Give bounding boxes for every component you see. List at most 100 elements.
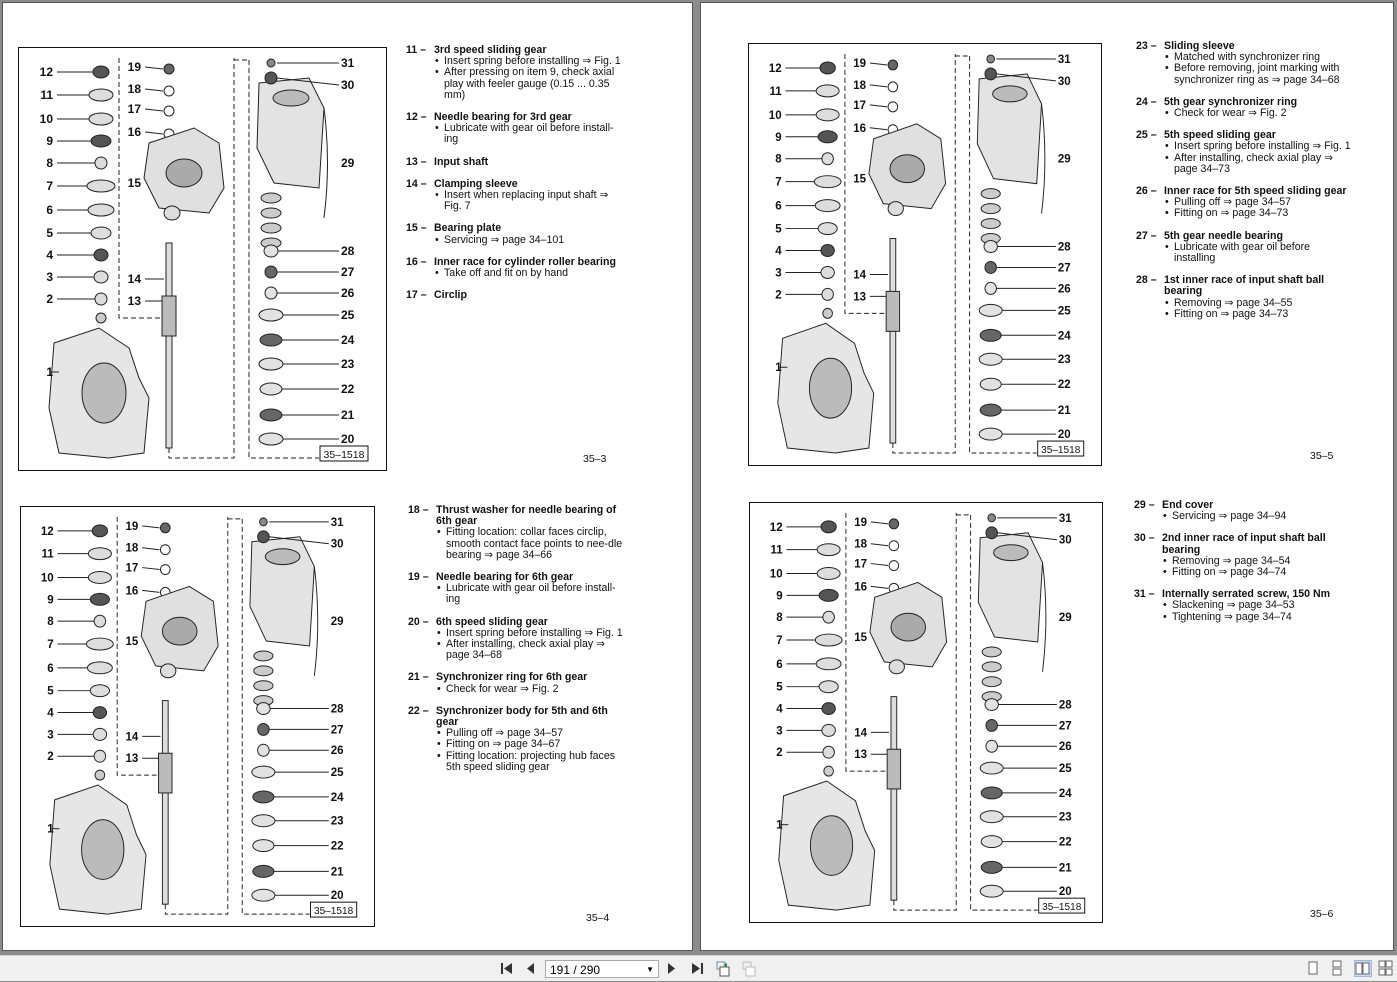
diagram-lines — [48, 58, 340, 459]
part-heading: 28 –1st inner race of input shaft ball b… — [1136, 275, 1351, 298]
callout-25: 25 — [331, 766, 344, 779]
part-number: 26 – — [1136, 185, 1157, 198]
gear-part — [87, 571, 112, 584]
plate-bore — [889, 154, 925, 184]
chevron-down-icon[interactable]: ▼ — [646, 965, 654, 974]
callout-8: 8 — [46, 156, 53, 170]
callout-4: 4 — [776, 702, 783, 715]
next-page-button[interactable] — [664, 960, 680, 977]
part-number: 17 – — [406, 289, 427, 302]
gear-part — [979, 377, 1002, 391]
callout-1: 1 — [776, 818, 783, 831]
part-title: Needle bearing for 3rd gear — [434, 111, 572, 124]
gear-part — [258, 357, 284, 371]
part-entry: 14 –Clamping sleeveInsert when replacing… — [406, 178, 621, 213]
parts-list: 18 –Thrust washer for needle bearing of … — [408, 504, 623, 784]
callout-9: 9 — [46, 134, 53, 148]
previous-page-icon — [527, 963, 534, 974]
callout-17: 17 — [853, 99, 866, 112]
part-entry: 28 –1st inner race of input shaft ball b… — [1136, 275, 1351, 321]
callout-12: 12 — [770, 521, 783, 534]
go-forward-view-button[interactable] — [740, 960, 758, 977]
parts-list: 23 –Sliding sleeveMatched with synchroni… — [1136, 40, 1351, 331]
page-number-input[interactable]: 191 / 290 ▼ — [545, 960, 659, 978]
part-note: Fitting on ⇒ page 34–73 — [1165, 308, 1351, 320]
callout-10: 10 — [769, 109, 782, 122]
callout-7: 7 — [47, 638, 53, 651]
callout-11: 11 — [42, 547, 55, 560]
callout-10: 10 — [41, 571, 54, 584]
bearing-part — [95, 312, 107, 324]
figure-label: 35–1518 — [324, 449, 365, 461]
leader-line — [870, 585, 889, 589]
callout-17: 17 — [126, 561, 139, 574]
part-number: 19 – — [408, 571, 429, 584]
gear-part — [979, 884, 1004, 898]
callout-3: 3 — [47, 728, 54, 741]
gear-part — [87, 203, 115, 217]
bearing-part — [823, 765, 834, 777]
gear-part — [815, 84, 840, 98]
two-page-continuous-view-button[interactable] — [1378, 960, 1396, 977]
first-page-button[interactable] — [498, 960, 516, 977]
callout-19: 19 — [128, 60, 142, 74]
gear-part — [264, 265, 278, 279]
gear-part — [979, 810, 1004, 824]
cover-bore — [272, 89, 310, 107]
end-cover — [976, 73, 1043, 185]
part-note: Take off and fit on by hand — [435, 267, 621, 279]
diagram-lines — [49, 516, 329, 915]
previous-page-button[interactable] — [522, 960, 538, 977]
callout-4: 4 — [46, 248, 53, 262]
go-back-view-button[interactable] — [714, 960, 732, 977]
callout-22: 22 — [1058, 378, 1071, 391]
page-number: 35–5 — [1310, 450, 1334, 462]
serrated-screw — [266, 58, 276, 68]
callout-6: 6 — [46, 203, 53, 217]
bearing-part — [253, 680, 274, 692]
gear-part — [978, 352, 1003, 366]
callout-16: 16 — [854, 580, 867, 593]
callout-1: 1 — [47, 823, 54, 836]
bearing-part — [980, 203, 1001, 215]
leader-line — [869, 127, 888, 131]
bearing-part — [260, 207, 282, 219]
callout-24: 24 — [1058, 329, 1071, 342]
gear-part — [984, 260, 997, 274]
housing-bore — [808, 357, 853, 419]
gear-part — [822, 610, 835, 624]
plate-bore — [165, 158, 203, 188]
part-entry: 29 –End coverServicing ⇒ page 34–94 — [1134, 499, 1349, 522]
diagram-drawing: 1211109876543211918171615141331302928272… — [769, 53, 1085, 457]
callout-31: 31 — [331, 516, 344, 529]
diagram-drawing: 1211109876543211918171615141331302928272… — [41, 516, 358, 918]
two-page-view-button[interactable] — [1354, 960, 1372, 977]
last-page-button[interactable] — [688, 960, 706, 977]
continuous-view-button[interactable] — [1329, 960, 1347, 977]
callout-16: 16 — [128, 125, 142, 139]
roller-bearing — [159, 663, 177, 679]
gear-part — [259, 382, 283, 396]
callout-29: 29 — [1058, 153, 1071, 166]
figure-label-box — [1037, 440, 1085, 457]
callout-3: 3 — [46, 270, 53, 284]
part-note: Insert when replacing input shaft ⇒ Fig.… — [435, 189, 621, 212]
gear-part — [90, 226, 112, 240]
part-heading: 29 –End cover — [1134, 499, 1349, 511]
callout-18: 18 — [853, 79, 866, 92]
gear-part — [816, 543, 841, 557]
gear-part — [815, 108, 840, 122]
part-heading: 25 –5th speed sliding gear — [1136, 130, 1351, 141]
single-page-view-button[interactable] — [1305, 960, 1323, 977]
part-note: Insert spring before installing ⇒ Fig. 1 — [1165, 141, 1351, 153]
gear-part — [259, 333, 283, 347]
gear-part — [93, 614, 107, 628]
cover-bore — [264, 548, 301, 566]
two-page-icon — [1355, 962, 1370, 975]
part-heading: 30 –2nd inner race of input shaft ball b… — [1134, 533, 1349, 556]
part-entry: 11 –3rd speed sliding gearInsert spring … — [406, 44, 621, 101]
callout-14: 14 — [126, 730, 139, 743]
figure-label: 35–1518 — [314, 906, 354, 917]
